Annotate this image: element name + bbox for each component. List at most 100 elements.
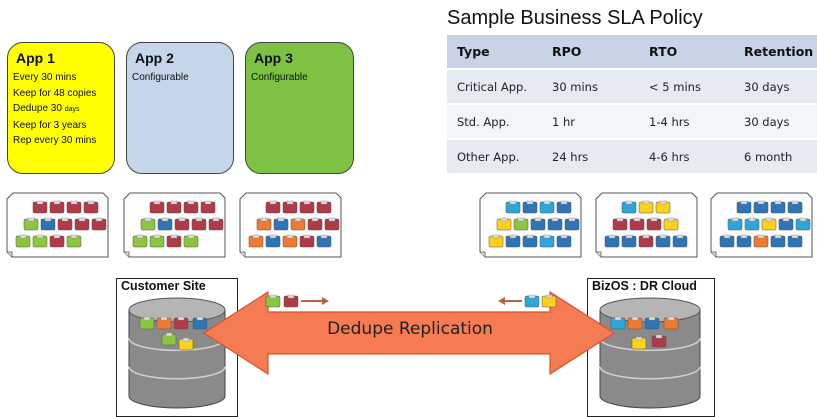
- database-body-icon: [599, 309, 701, 409]
- sla-row: Std. App. 1 hr 1-4 hrs 30 days: [447, 103, 817, 139]
- data-block-tab-icon: [311, 217, 319, 222]
- data-block-tab-icon: [187, 234, 195, 239]
- data-block-tab-icon: [757, 200, 765, 205]
- data-block-tab-icon: [269, 200, 277, 205]
- data-block-tab-icon: [286, 234, 294, 239]
- data-block-tab-icon: [723, 234, 731, 239]
- replication-label: Dedupe Replication: [327, 319, 493, 339]
- sla-title: Sample Business SLA Policy: [447, 7, 703, 29]
- data-block-tab-icon: [543, 234, 551, 239]
- sla-cell: 30 mins: [542, 68, 639, 104]
- data-block-tab-icon: [545, 294, 553, 299]
- data-block-tab-icon: [27, 217, 35, 222]
- data-block-tab-icon: [534, 217, 542, 222]
- sla-row: Critical App. 30 mins < 5 mins 30 days: [447, 68, 817, 104]
- data-block-tab-icon: [568, 217, 576, 222]
- data-block-tab-icon: [160, 316, 168, 321]
- transfer-arrowhead-icon: [322, 297, 329, 305]
- data-block-tab-icon: [631, 316, 639, 321]
- sla-cell: 24 hrs: [542, 138, 639, 173]
- data-block-tab-icon: [740, 234, 748, 239]
- data-block-tab-icon: [509, 234, 517, 239]
- page-fold-icon: [124, 251, 130, 257]
- data-block-tab-icon: [95, 217, 103, 222]
- data-block-tab-icon: [187, 200, 195, 205]
- data-block-tab-icon: [277, 217, 285, 222]
- database-band-icon: [599, 366, 701, 380]
- dedupe-unit: days: [64, 106, 80, 113]
- sla-cell: 1-4 hrs: [639, 103, 734, 139]
- data-block-tab-icon: [616, 217, 624, 222]
- data-block-tab-icon: [287, 294, 295, 299]
- data-block-tab-icon: [748, 217, 756, 222]
- data-block-tab-icon: [177, 316, 185, 321]
- data-block-tab-icon: [204, 200, 212, 205]
- data-block-tab-icon: [731, 217, 739, 222]
- data-block-tab-icon: [87, 200, 95, 205]
- sla-cell: 30 days: [734, 68, 817, 104]
- data-block-tab-icon: [509, 200, 517, 205]
- data-block-tab-icon: [650, 217, 658, 222]
- document-page-icon: [123, 192, 226, 258]
- data-block-tab-icon: [269, 234, 277, 239]
- data-block-tab-icon: [791, 234, 799, 239]
- data-block-tab-icon: [78, 217, 86, 222]
- data-block-tab-icon: [608, 234, 616, 239]
- data-block-tab-icon: [70, 234, 78, 239]
- data-block-tab-icon: [757, 234, 765, 239]
- data-block-tab-icon: [560, 200, 568, 205]
- data-block-tab-icon: [195, 217, 203, 222]
- data-block-tab-icon: [53, 234, 61, 239]
- document-page-icon: [710, 192, 813, 258]
- data-block-tab-icon: [303, 200, 311, 205]
- dedupe-value: Dedupe 30: [13, 103, 65, 114]
- sla-header: RTO: [639, 35, 734, 70]
- data-block-tab-icon: [165, 332, 173, 337]
- data-block-tab-icon: [136, 234, 144, 239]
- data-block-tab-icon: [294, 217, 302, 222]
- data-block-tab-icon: [161, 217, 169, 222]
- data-block-tab-icon: [543, 200, 551, 205]
- sla-table: Type RPO RTO Retention Critical App. 30 …: [447, 35, 817, 173]
- data-block-tab-icon: [286, 200, 294, 205]
- app-title: App 2: [135, 50, 174, 66]
- data-block-tab-icon: [492, 234, 500, 239]
- sla-cell: Other App.: [447, 138, 542, 173]
- sla-header: RPO: [542, 35, 639, 70]
- data-block-tab-icon: [144, 217, 152, 222]
- data-block-tab-icon: [526, 200, 534, 205]
- app-title: App 3: [254, 50, 293, 66]
- app-card-3: App 3 Configurable: [245, 42, 354, 174]
- sla-cell: 30 days: [734, 103, 817, 139]
- document-page-icon: [239, 192, 342, 258]
- data-block-tab-icon: [676, 234, 684, 239]
- data-block-tab-icon: [320, 234, 328, 239]
- data-block-tab-icon: [36, 234, 44, 239]
- database-band-icon: [599, 338, 701, 352]
- data-block-tab-icon: [774, 234, 782, 239]
- data-block-tab-icon: [799, 217, 807, 222]
- sla-cell: < 5 mins: [639, 68, 734, 104]
- data-block-tab-icon: [625, 200, 633, 205]
- sla-header-row: Type RPO RTO Retention: [447, 35, 817, 70]
- data-block-tab-icon: [659, 234, 667, 239]
- app-setting: Rep every 30 mins: [13, 135, 97, 146]
- data-block-tab-icon: [178, 217, 186, 222]
- sla-cell: 4-6 hrs: [639, 138, 734, 173]
- data-block-tab-icon: [667, 217, 675, 222]
- data-block-tab-icon: [642, 200, 650, 205]
- data-block-tab-icon: [61, 217, 69, 222]
- dr-cloud-site-label: BizOS : DR Cloud: [592, 279, 697, 293]
- data-block-tab-icon: [19, 234, 27, 239]
- data-block-tab-icon: [655, 334, 663, 339]
- sla-header: Type: [447, 35, 542, 70]
- document-page-icon: [595, 192, 698, 258]
- data-block-tab-icon: [560, 234, 568, 239]
- data-block-tab-icon: [517, 217, 525, 222]
- app-setting-dedupe: Dedupe 30 days: [13, 101, 109, 118]
- sla-header: Retention: [734, 35, 817, 70]
- data-block-tab-icon: [635, 336, 643, 341]
- data-block-tab-icon: [625, 234, 633, 239]
- data-block-tab-icon: [614, 316, 622, 321]
